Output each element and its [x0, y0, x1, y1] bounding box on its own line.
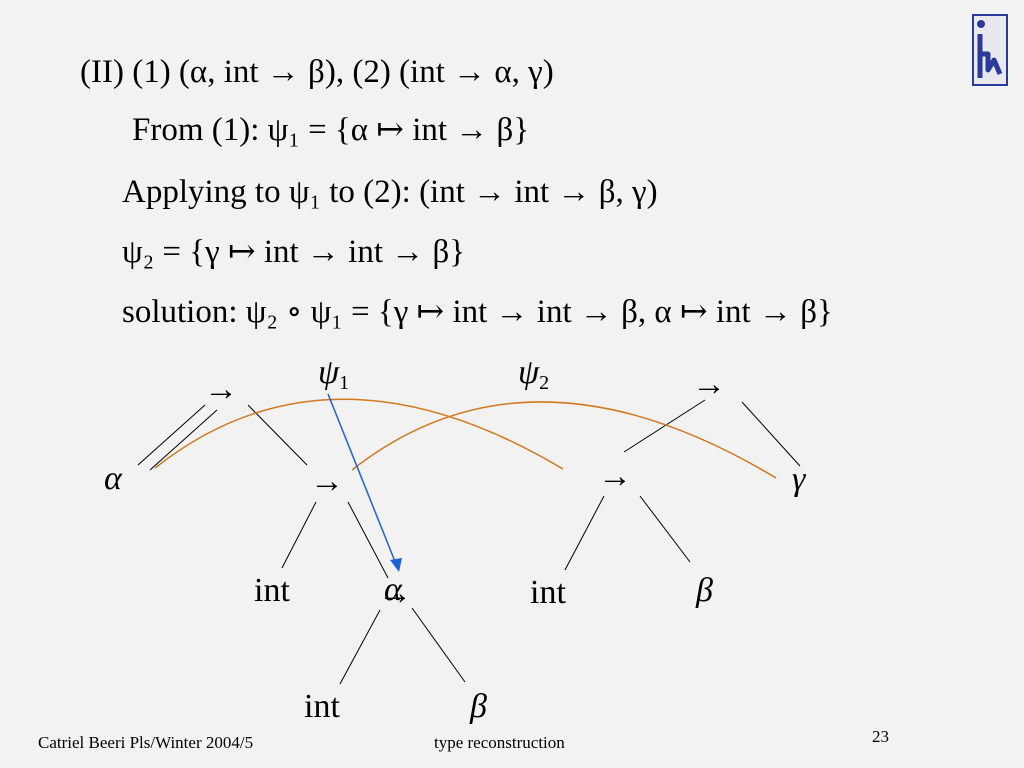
edge-root2-gamma [741, 401, 801, 467]
node-beta-left: β [470, 688, 487, 725]
node-int-2: int [304, 688, 340, 725]
unify-curve-1 [154, 398, 564, 470]
footer-topic: type reconstruction [434, 733, 565, 752]
line-1: (II) (1) (α, int → β), (2) (int → α, γ) [80, 54, 554, 90]
node-alpha-overlay: α [384, 571, 402, 608]
university-logo-icon [972, 14, 1008, 86]
node-gamma: γ [792, 461, 806, 498]
unify-curve-2 [351, 401, 777, 479]
line-2: From (1): ψ₁ = {α ↦ int → β} [132, 112, 530, 148]
edge-root1-arrow2 [247, 404, 308, 466]
node-arrow-2: → [310, 463, 344, 500]
edge-arrow3-beta [411, 607, 466, 683]
edge-arrow2-alpha [347, 501, 389, 579]
edge-root2-arrow [623, 399, 706, 453]
node-arrow-3: → [378, 575, 412, 612]
edge-root1-alpha [137, 404, 206, 466]
line-4: ψ₂ = {γ ↦ int → int → β} [122, 234, 466, 270]
psi1-label: ψ1 [318, 354, 350, 394]
node-arrow-root1: → [204, 371, 238, 408]
psi2-label: ψ2 [518, 354, 550, 394]
node-alpha: α [104, 460, 122, 497]
node-beta-right: β [696, 572, 713, 609]
node-int-3: int [530, 574, 566, 611]
page-number: 23 [872, 727, 889, 746]
edge-arrow4-int [564, 495, 605, 571]
footer-author: Catriel Beeri Pls/Winter 2004/5 [38, 733, 254, 752]
psi1-pointer-head [390, 558, 402, 572]
node-int-1: int [254, 572, 290, 609]
node-arrow-root2: → [692, 366, 726, 403]
edge-arrow3-int [339, 609, 381, 685]
psi1-pointer-arrow [327, 393, 397, 565]
edge-arrow2-int [281, 501, 317, 569]
line-5: solution: ψ₂ ∘ ψ₁ = {γ ↦ int → int → β, … [122, 294, 833, 330]
edge-arrow4-beta [639, 495, 691, 563]
node-arrow-4: → [598, 458, 632, 495]
edge-root1-alpha-2 [149, 409, 218, 471]
line-3: Applying to ψ₁ to (2): (int → int → β, γ… [122, 174, 658, 210]
